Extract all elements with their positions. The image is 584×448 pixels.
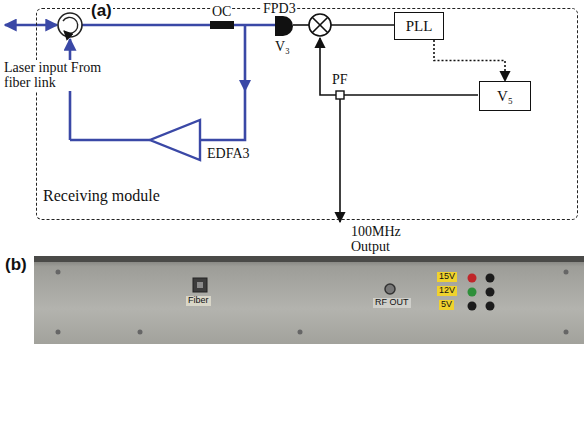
fiber-loop-bottom	[70, 139, 150, 142]
wire	[293, 24, 309, 26]
amplifier-symbol	[150, 120, 200, 160]
output-wire	[339, 99, 341, 222]
fiber-connector-core	[197, 282, 203, 288]
node-text: V₅	[497, 88, 513, 105]
power-splitter	[336, 91, 344, 99]
panel-edge	[34, 256, 584, 262]
fiber-link	[5, 24, 57, 27]
red-jack	[468, 274, 477, 283]
fiber-loop-right	[200, 25, 245, 140]
circulator-arrow	[63, 17, 78, 33]
part-label: EDFA3	[206, 146, 251, 161]
node-text: PLL	[406, 18, 433, 35]
screw	[138, 330, 143, 335]
module-enclosure: Receiving module PLL V₅	[36, 8, 578, 220]
port-label: Laser input From fiber link	[3, 60, 103, 91]
coupler-symbol	[210, 21, 234, 29]
wire	[331, 24, 394, 26]
connector-label: Fiber	[186, 296, 211, 306]
screw	[56, 270, 61, 275]
panel-photo	[34, 256, 584, 344]
oscillator-box: V₅	[479, 81, 531, 111]
control-arrow	[434, 40, 505, 81]
screw	[564, 270, 569, 275]
front-panel	[34, 256, 584, 344]
screw	[564, 330, 569, 335]
photodetector-symbol	[275, 16, 293, 36]
black-jack	[486, 302, 495, 311]
voltage-label: 15V	[437, 272, 457, 282]
node-text: Receiving module	[43, 187, 160, 205]
panel-letter: (a)	[90, 2, 113, 21]
mixer-cross	[312, 17, 328, 33]
connector-label: RF OUT	[373, 298, 411, 308]
black-jack	[486, 274, 495, 283]
panel-letter: (b)	[4, 256, 28, 275]
signal-label: V₃	[274, 39, 291, 54]
output-label: 100MHz Output	[350, 224, 412, 255]
flow-arrow	[239, 80, 251, 92]
part-label: PF	[331, 72, 349, 87]
screw	[56, 330, 61, 335]
process-box: PLL	[394, 12, 444, 40]
electrical-wire	[293, 25, 478, 222]
screw	[298, 330, 303, 335]
wire	[320, 38, 478, 95]
black-jack	[468, 302, 477, 311]
part-label: OC	[211, 4, 232, 19]
part-label: FPD3	[262, 1, 297, 16]
voltage-label: 12V	[437, 286, 457, 296]
voltage-label: 5V	[439, 300, 454, 310]
black-jack	[486, 288, 495, 297]
bnc-connector	[385, 284, 395, 294]
mixer-symbol	[309, 14, 331, 36]
green-jack	[468, 288, 477, 297]
fiber-connector	[193, 278, 207, 292]
circulator-symbol	[58, 13, 82, 37]
